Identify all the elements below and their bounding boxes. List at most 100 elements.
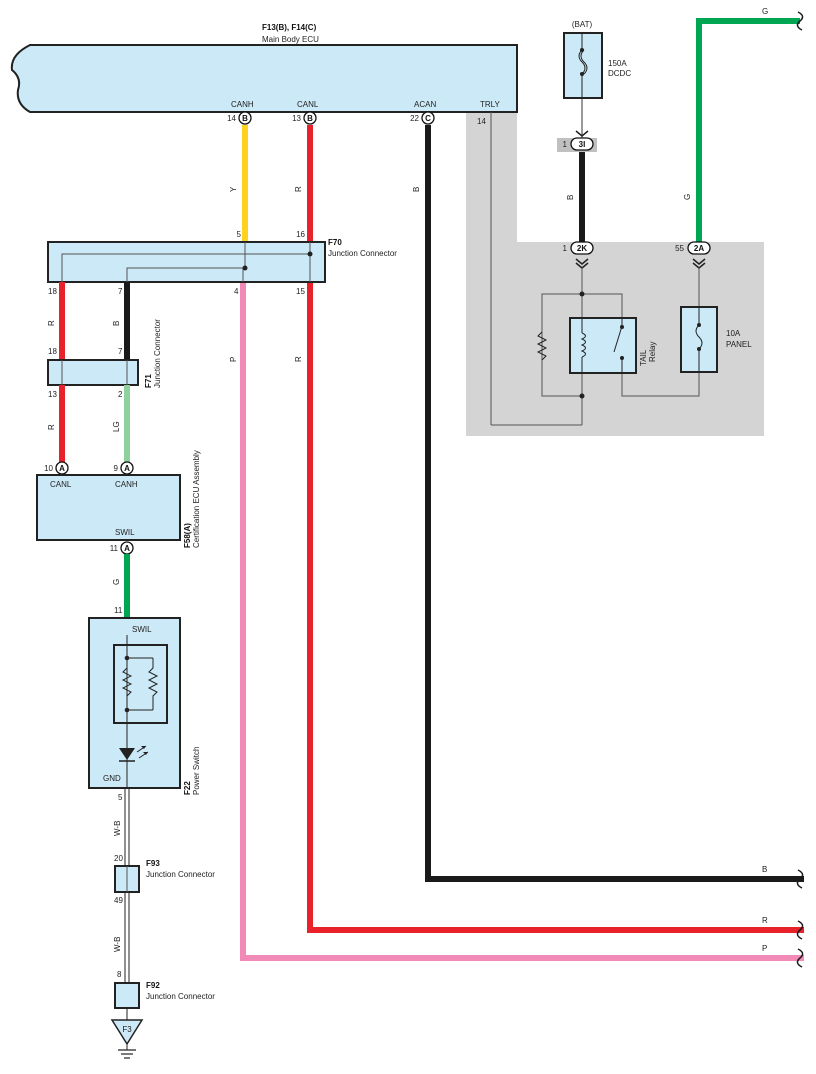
f58-terminal-swil: SWIL xyxy=(115,528,135,537)
f58-terminal-canl: CANL xyxy=(50,480,72,489)
ground-label: F3 xyxy=(122,1025,132,1034)
wire-pink xyxy=(240,282,804,961)
f58-name: Certification ECU Assembly xyxy=(192,450,201,548)
f22-dot-2 xyxy=(124,707,130,713)
svg-text:22: 22 xyxy=(410,114,419,123)
svg-text:9: 9 xyxy=(114,464,119,473)
f92-code: F92 xyxy=(146,981,160,990)
wire-break-marks xyxy=(796,11,804,968)
f22-terminal-swil: SWIL xyxy=(132,625,152,634)
f22-dot-1 xyxy=(124,655,130,661)
wire-label-r-f70-f71: R xyxy=(47,320,56,326)
f70-internal-wiring xyxy=(61,242,311,282)
svg-text:A: A xyxy=(59,464,65,473)
connector-3i: 3I 1 xyxy=(557,130,597,152)
main-body-ecu-box xyxy=(10,44,518,113)
f71-connector xyxy=(47,359,139,386)
f22-name: Power Switch xyxy=(192,747,201,795)
f58-terminal-canh: CANH xyxy=(115,480,138,489)
dcdc-fuse-rating: 150A xyxy=(608,59,627,68)
f92-name: Junction Connector xyxy=(146,992,215,1001)
ecu-pin-trly: 14 xyxy=(477,117,486,126)
dcdc-fuse-dot-2 xyxy=(580,72,584,76)
panel-fuse-icon xyxy=(695,307,703,372)
f70-pin-7: 7 xyxy=(118,287,123,296)
relay-dot-bottom xyxy=(579,393,585,399)
svg-text:B: B xyxy=(307,114,313,123)
f93-pin-49: 49 xyxy=(114,896,123,905)
f58-certification-ecu xyxy=(36,474,181,541)
ecu-pin-canh: B 14 xyxy=(227,111,252,125)
f71-name: Junction Connector xyxy=(153,319,162,388)
ecu-terminal-acan: ACAN xyxy=(414,100,436,109)
dcdc-fuse-name: DCDC xyxy=(608,69,631,78)
f22-power-switch xyxy=(88,617,181,789)
f70-pin-16: 16 xyxy=(296,230,305,239)
panel-fuse-name: PANEL xyxy=(726,340,752,349)
wire-black-acan xyxy=(425,125,804,882)
f70-splice-dot-2 xyxy=(307,251,313,257)
relay-contact-dot-1 xyxy=(620,325,624,329)
wire-green-panel xyxy=(696,18,800,242)
f58-pin-canl: A 10 xyxy=(44,461,69,475)
relay-resistor-icon xyxy=(536,331,548,361)
ecu-terminal-canh: CANH xyxy=(231,100,254,109)
svg-text:10: 10 xyxy=(44,464,53,473)
wire-label-g-swil: G xyxy=(112,579,121,585)
svg-text:1: 1 xyxy=(563,244,568,253)
f58-pin-canh: A 9 xyxy=(114,461,134,475)
dcdc-fuse-box xyxy=(563,32,603,99)
dcdc-fuse-icon xyxy=(578,33,588,98)
relay-coil-icon xyxy=(580,318,623,373)
panel-fuse-dot-2 xyxy=(697,347,701,351)
wire-label-wb-2: W-B xyxy=(113,937,122,952)
f70-pin-4: 4 xyxy=(234,287,239,296)
svg-text:3I: 3I xyxy=(579,140,586,149)
f93-code: F93 xyxy=(146,859,160,868)
f93-pin-20: 20 xyxy=(114,854,123,863)
svg-text:2K: 2K xyxy=(577,244,587,253)
ecu-pin-canl: B 13 xyxy=(292,111,317,125)
relay-word: Relay xyxy=(648,342,657,362)
wire-label-g-panel: G xyxy=(683,194,692,200)
f71-pin-7: 7 xyxy=(118,347,123,356)
svg-text:C: C xyxy=(425,114,431,123)
svg-text:55: 55 xyxy=(675,244,684,253)
wire-label-p-bottom: P xyxy=(762,944,767,953)
f70-connector xyxy=(47,241,326,283)
bat-label: (BAT) xyxy=(572,20,593,29)
ecu-pin-acan: C 22 xyxy=(410,111,435,125)
svg-text:13: 13 xyxy=(292,114,301,123)
panel-fuse-dot-1 xyxy=(697,323,701,327)
ecu-code: F13(B), F14(C) xyxy=(262,23,317,32)
wire-label-lg: LG xyxy=(112,421,121,432)
f70-name: Junction Connector xyxy=(328,249,397,258)
connector-2k: 2K 1 xyxy=(563,241,594,269)
f70-code: F70 xyxy=(328,238,342,247)
f22-pin-11: 11 xyxy=(114,606,123,615)
f71-pin-2: 2 xyxy=(118,390,123,399)
dcdc-fuse-dot-1 xyxy=(580,48,584,52)
wire-white-black xyxy=(124,788,130,1020)
relay-dot-top xyxy=(579,291,585,297)
wire-label-r-lower: R xyxy=(294,356,303,362)
relay-name: TAIL xyxy=(639,349,648,366)
wire-label-b-bat: B xyxy=(566,195,575,200)
f22-switch-element xyxy=(113,644,168,724)
wire-label-wb-1: W-B xyxy=(113,821,122,836)
wire-label-g-top: G xyxy=(762,7,768,16)
ecu-terminal-canl: CANL xyxy=(297,100,319,109)
ground-icon xyxy=(110,1019,144,1059)
f70-pin-15: 15 xyxy=(296,287,305,296)
f71-code: F71 xyxy=(144,374,153,388)
svg-text:A: A xyxy=(124,544,130,553)
f70-pin-18: 18 xyxy=(48,287,57,296)
f92-pin-8: 8 xyxy=(117,970,122,979)
wire-label-y: Y xyxy=(229,186,238,192)
f22-code: F22 xyxy=(183,781,192,795)
f22-pin-5: 5 xyxy=(118,793,123,802)
svg-text:B: B xyxy=(242,114,248,123)
f92-connector xyxy=(114,982,140,1009)
junction-block-background xyxy=(466,112,764,436)
relay-contact-dot-2 xyxy=(620,356,624,360)
